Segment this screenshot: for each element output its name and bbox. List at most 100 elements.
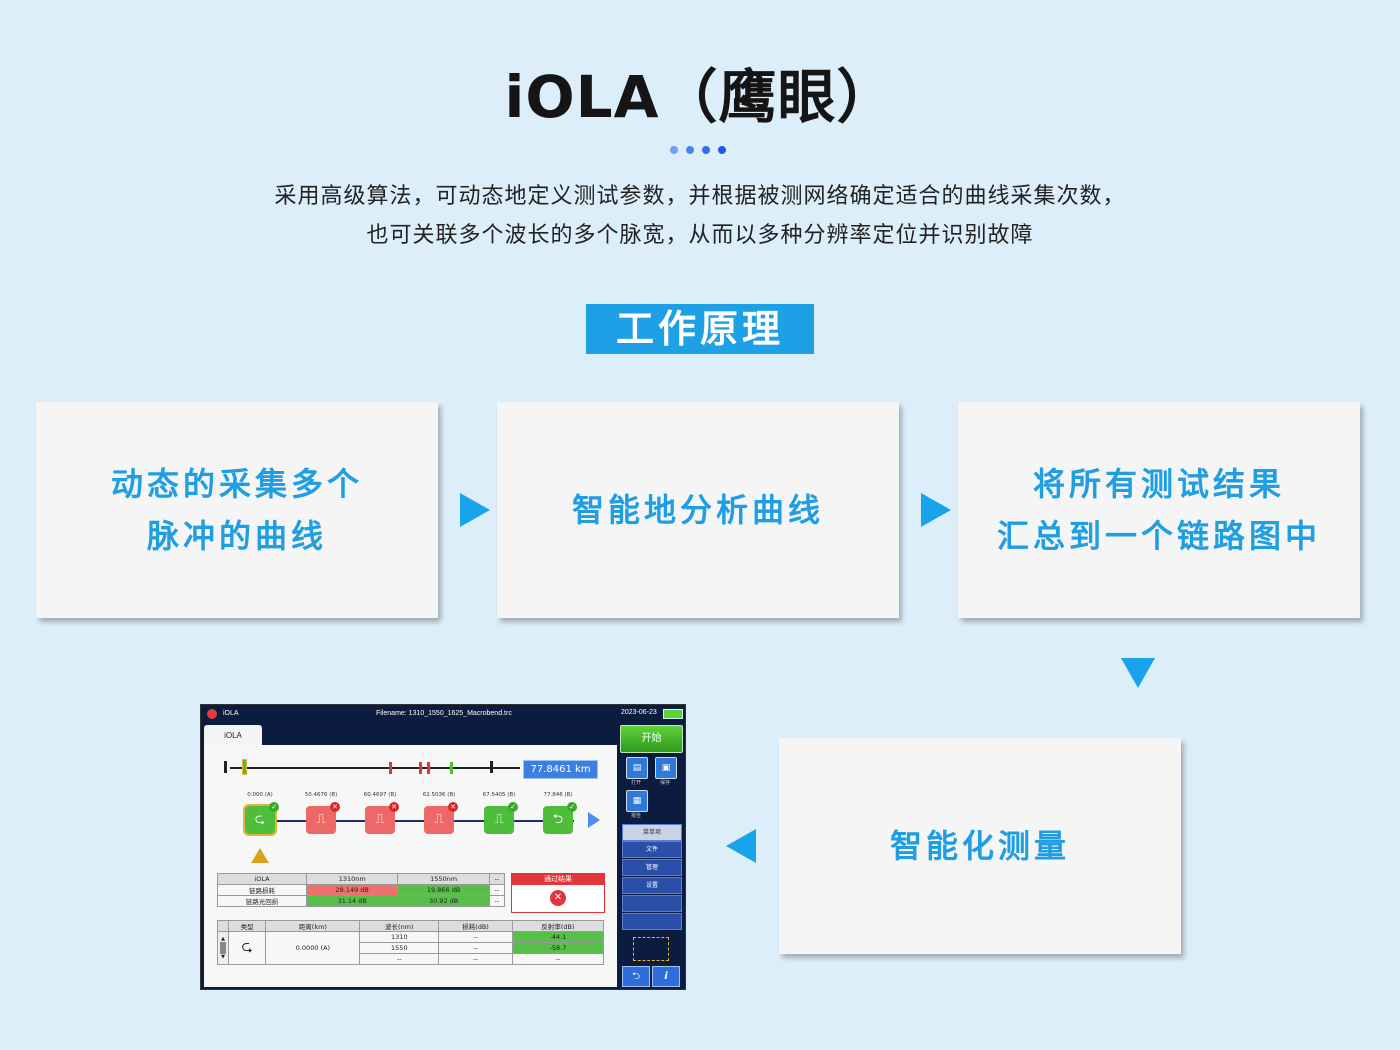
event-marker[interactable] (389, 762, 392, 774)
scroll-thumb[interactable] (220, 942, 226, 954)
fiber-line (230, 767, 520, 769)
menu-item-empty[interactable] (622, 913, 682, 930)
fail-x-icon: ✕ (448, 802, 458, 812)
event-pass-button[interactable]: ⎍ ✓ (484, 802, 518, 834)
dot-1 (670, 146, 678, 154)
description-line-2: 也可关联多个波长的多个脉宽，从而以多种分辨率定位并识别故障 (366, 223, 1034, 248)
table-cell: 19.866 dB (397, 884, 490, 896)
event-fail-button[interactable]: ⎍ ✕ (365, 802, 399, 834)
table-cell: 链路光回损 (217, 895, 307, 907)
header-cell: -- (488, 873, 506, 885)
start-button[interactable]: 开始 (620, 725, 683, 753)
device-filename: Filename: 1310_1550_1625_Macrobend.trc (376, 710, 512, 717)
fail-circle-icon: ✕ (550, 890, 566, 906)
arrow-down-icon (1121, 658, 1155, 688)
dot-3 (702, 146, 710, 154)
fail-x-icon: ✕ (330, 802, 340, 812)
step-1-line-1: 动态的采集多个 (110, 465, 363, 503)
distance-readout: 77.8461 km (523, 760, 598, 779)
event-end-button[interactable]: ⮌ ✓ (543, 802, 577, 834)
event-type-icon: ⮎ (227, 931, 267, 965)
scroll-up-icon[interactable]: ▲ (221, 936, 225, 942)
step-card-1: 动态的采集多个 脉冲的曲线 (36, 402, 438, 618)
event-start-button[interactable]: ⮎ ✓ (243, 802, 279, 836)
section-heading: 工作原理 (586, 304, 814, 354)
table-cell: 28.149 dB (305, 884, 399, 896)
step-4-line-1: 智能化测量 (889, 827, 1070, 865)
report-label: 报告 (630, 813, 641, 819)
event-marker[interactable] (427, 762, 430, 774)
page-title: iOLA（鹰眼） (504, 63, 896, 131)
event-label: 62.5036 (B) (422, 792, 456, 798)
table-row: ▲ ▼ ⮎ 0.0000 (A) 1310 -- -44.1 (217, 931, 605, 965)
table-cell: 31.14 dB (305, 895, 399, 907)
pass-check-icon: ✓ (269, 802, 279, 812)
event-fail-button[interactable]: ⎍ ✕ (424, 802, 458, 834)
save-disk-icon[interactable]: ▣ (655, 757, 677, 779)
event-label: 60.4697 (B) (363, 792, 397, 798)
connector-end-icon (490, 761, 493, 773)
menu-header: 菜单项 (622, 824, 682, 841)
menu-item-empty[interactable] (622, 895, 682, 912)
menu-item-settings[interactable]: 设置 (622, 877, 682, 894)
step-card-4: 智能化测量 (779, 738, 1181, 954)
save-label: 保存 (659, 780, 670, 786)
event-label: 50.4676 (B) (304, 792, 338, 798)
step-3-line-1: 将所有测试结果 (1032, 465, 1285, 503)
next-arrow-icon[interactable] (588, 812, 600, 828)
back-button[interactable]: ⮌ (622, 966, 650, 987)
title-dots (670, 146, 726, 154)
event-marker[interactable] (419, 762, 422, 774)
step-card-3: 将所有测试结果 汇总到一个链路图中 (958, 402, 1360, 618)
header-cell: 损耗(dB) (438, 920, 513, 932)
header-cell: 1310nm (305, 873, 399, 885)
table-cell: -- (438, 942, 513, 954)
event-marker[interactable] (450, 762, 453, 774)
arrow-right-icon (460, 493, 490, 527)
table-cell: 1550 (359, 942, 440, 954)
header-cell: 距离(km) (265, 920, 361, 932)
table-cell: -- (488, 895, 506, 907)
device-status-bar: iOLA Filename: 1310_1550_1625_Macrobend.… (201, 705, 685, 723)
event-chain-line (262, 820, 574, 822)
scroll-column-header (217, 920, 229, 932)
table-row: 链路光回损 31.14 dB 30.92 dB -- (217, 895, 506, 907)
event-label: 67.5405 (B) (482, 792, 516, 798)
event-distance: 0.0000 (A) (265, 931, 361, 965)
event-fail-button[interactable]: ⎍ ✕ (306, 802, 340, 834)
table-cell: -58.7 (511, 942, 605, 954)
event-marker-start[interactable] (242, 759, 247, 775)
table-cell: 链路损耗 (217, 884, 307, 896)
table-cell: -- (438, 953, 513, 965)
app-logo-icon (207, 709, 217, 719)
info-button[interactable]: i (652, 966, 680, 987)
arrow-left-icon (726, 829, 756, 863)
step-3-line-2: 汇总到一个链路图中 (996, 517, 1321, 555)
menu-item-manage[interactable]: 管理 (622, 859, 682, 876)
step-2-line-1: 智能地分析曲线 (571, 491, 824, 529)
pulse-icon: ⎍ (494, 812, 504, 827)
pulse-icon: ⎍ (316, 812, 326, 827)
menu-item-file[interactable]: 文件 (622, 841, 682, 858)
header-cell: 波长(nm) (359, 920, 440, 932)
arrow-right-icon (921, 493, 951, 527)
scrollbar[interactable]: ▲ ▼ (217, 931, 229, 965)
table-cell: -- (511, 953, 605, 965)
table-row: 链路损耗 28.149 dB 19.866 dB -- (217, 884, 506, 896)
step-card-2: 智能地分析曲线 (497, 402, 899, 618)
report-icon[interactable]: ▦ (626, 790, 648, 812)
step-1-line-2: 脉冲的曲线 (146, 517, 327, 555)
pass-result-title: 通过结果 (512, 874, 604, 885)
tab-iola[interactable]: iOLA (204, 725, 262, 745)
device-date: 2023-06-23 (621, 709, 657, 716)
screenshot-icon[interactable] (633, 937, 669, 961)
fail-x-icon: ✕ (389, 802, 399, 812)
scroll-down-icon[interactable]: ▼ (221, 954, 225, 960)
open-folder-icon[interactable]: ▤ (626, 757, 648, 779)
table-cell: -- (488, 884, 506, 896)
header-cell: iOLA (217, 873, 307, 885)
pulse-icon: ⎍ (375, 812, 385, 827)
device-app-name: iOLA (223, 710, 239, 717)
table-header-row: iOLA 1310nm 1550nm -- (217, 873, 506, 885)
table-row: 1550 -- -58.7 (218, 942, 605, 954)
